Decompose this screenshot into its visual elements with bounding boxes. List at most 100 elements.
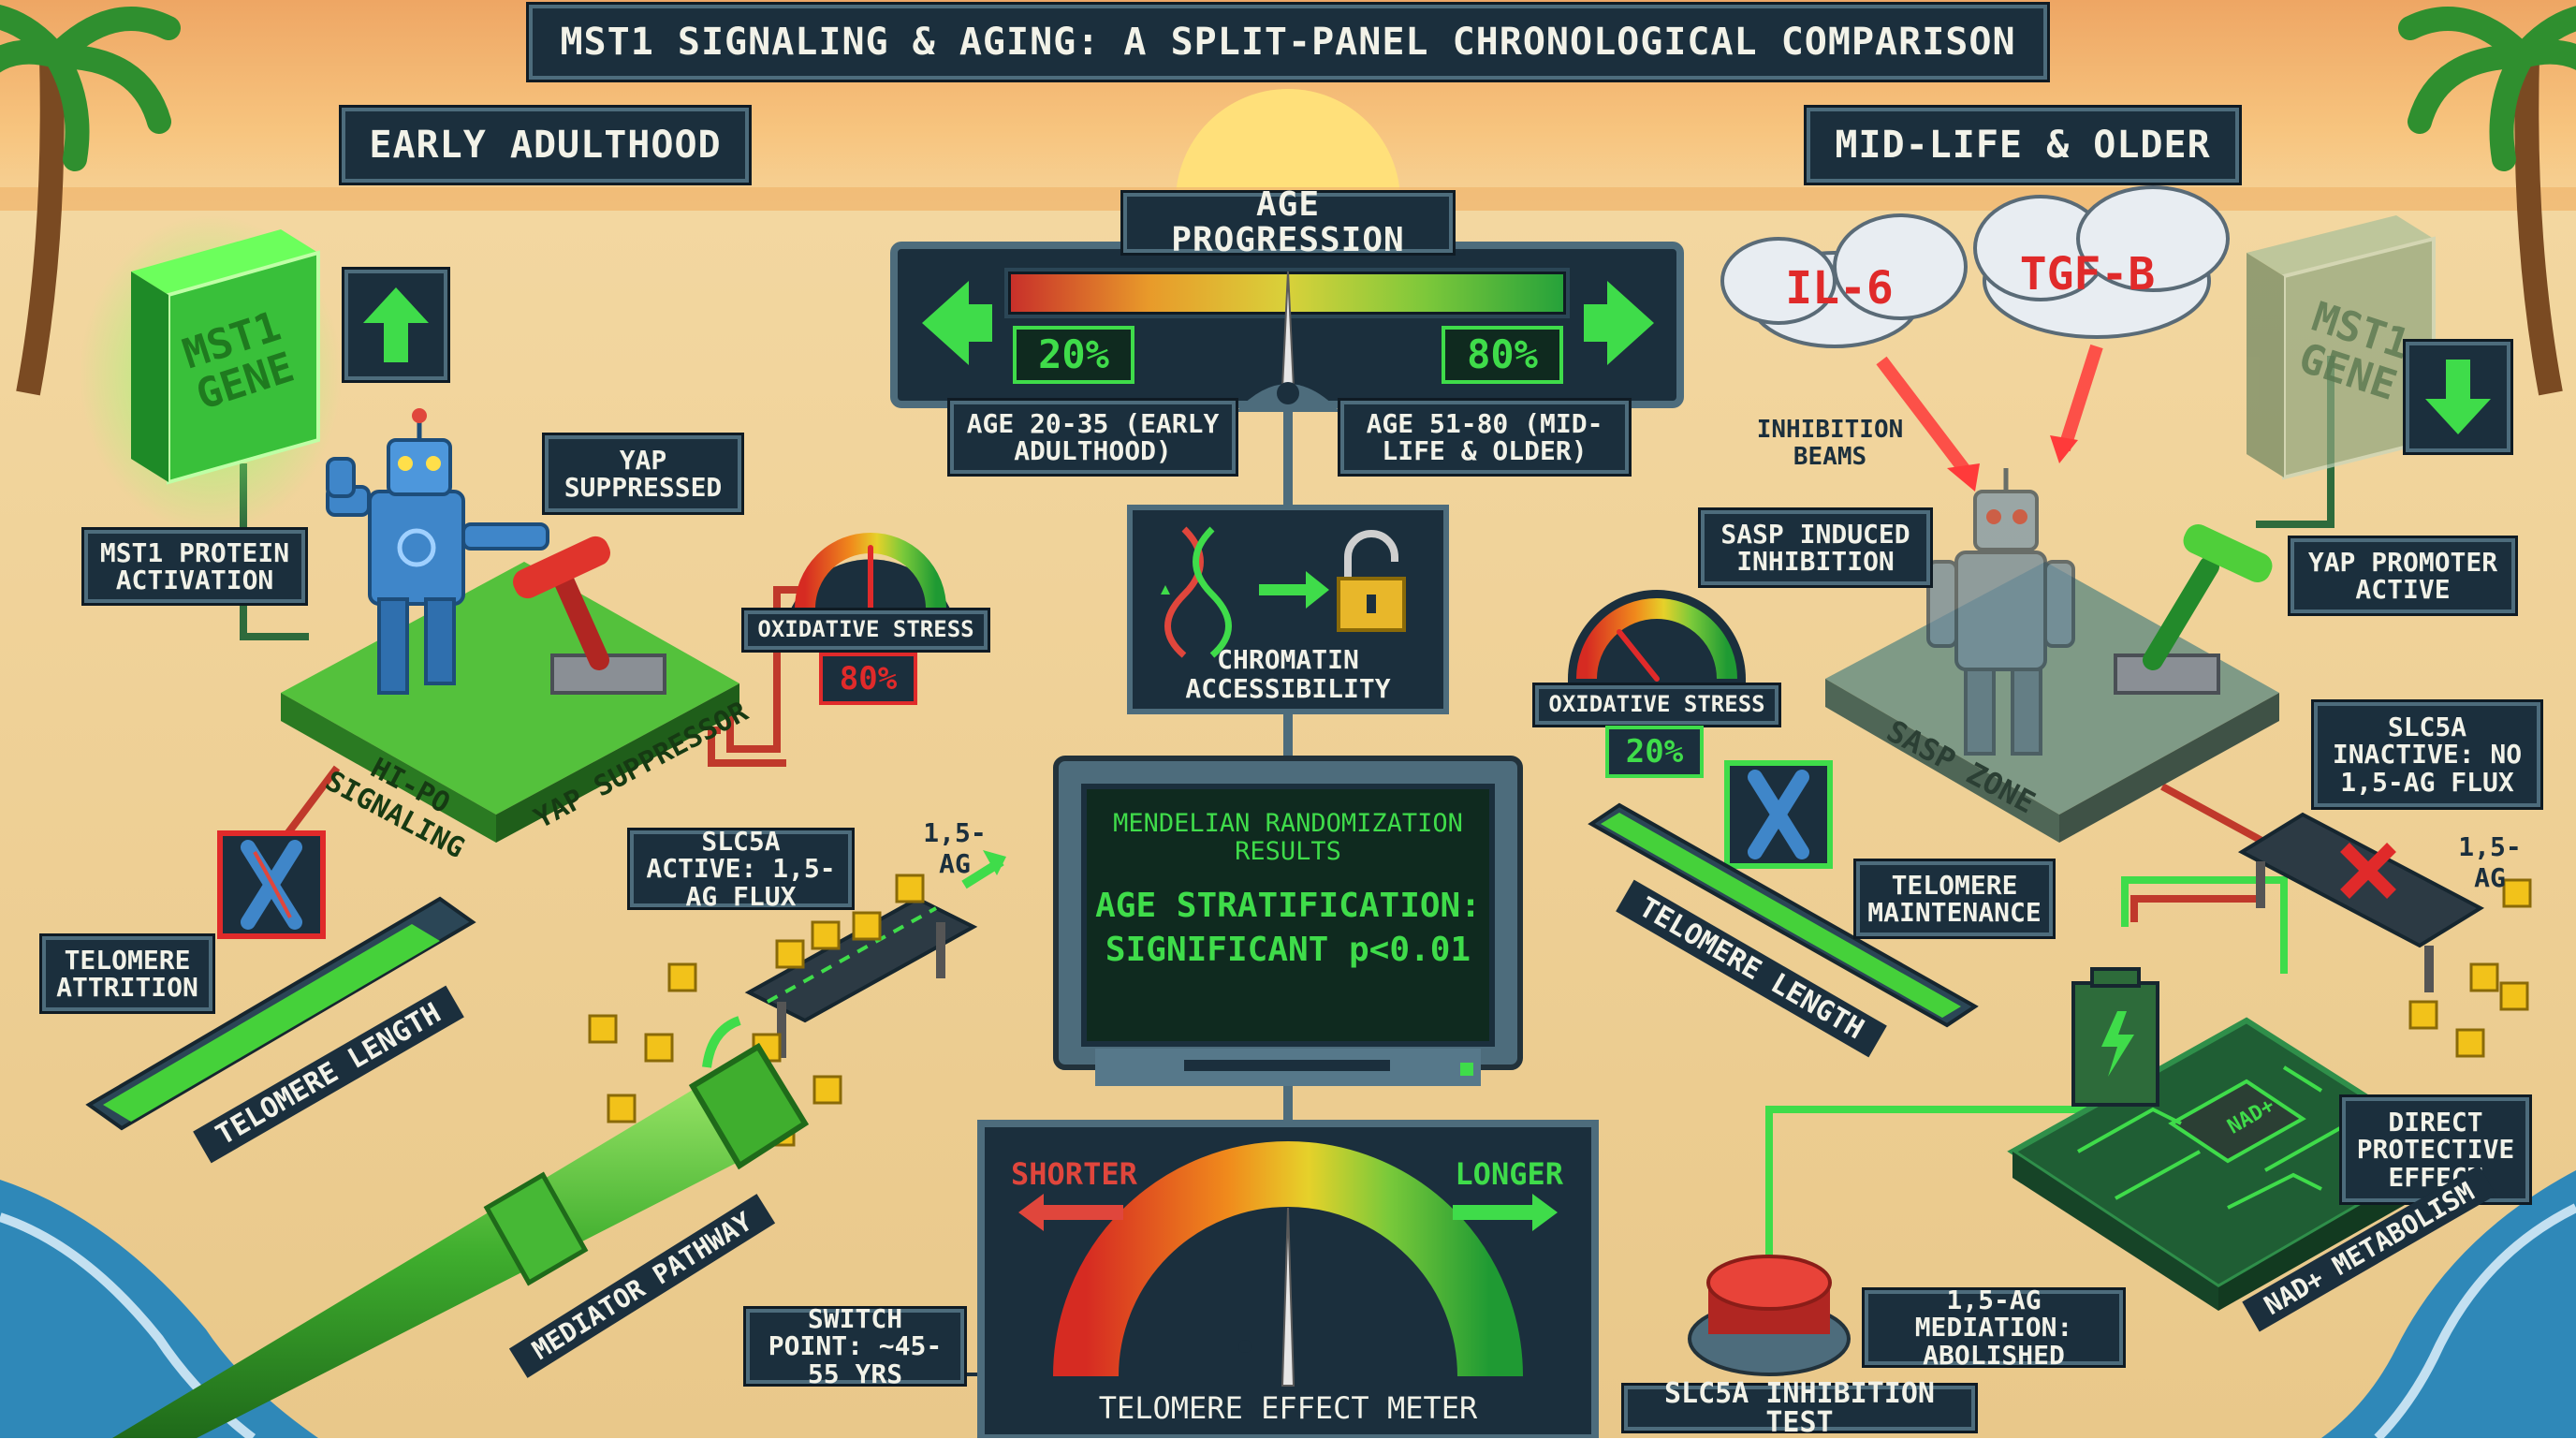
chromatin-box [1127,505,1449,714]
tgfb-label: TGF-B [1994,248,2181,301]
hipo-signaling-platform [281,562,739,843]
yap-suppressed-label: YAP SUPPRESSED [545,435,741,512]
age-range-late-text: AGE 51-80 (MID-LIFE & OLDER) [1366,407,1603,466]
screen-title: MENDELIAN RANDOMIZATION RESULTS [1100,810,1476,865]
yap-promoter-active-label: YAP PROMOTER ACTIVE [2291,538,2515,613]
conveyor-belt-right [2237,812,2485,992]
arrow-right-icon [1453,1194,1558,1231]
slc5a-inactive-label: SLC5A INACTIVE: NO 1,5-AG FLUX [2314,702,2540,807]
mst1-gene-box-faded [2247,215,2436,480]
ag-tag-right-text: 1,5-AG [2458,831,2522,893]
tgfb-text: TGF-B [2019,248,2156,301]
screen-result-line-2: SIGNIFICANT p<0.01 [1105,930,1471,969]
switch-point-label: SWITCH POINT: ~45-55 YRS [746,1305,964,1388]
oxidative-stress-text-left: OXIDATIVE STRESS [757,616,974,643]
oxidative-stress-label-right: OXIDATIVE STRESS [1535,685,1778,725]
age-range-early-text: AGE 20-35 (EARLY ADULTHOOD) [966,407,1220,466]
telomere-effect-meter-title: TELOMERE EFFECT METER [1039,1390,1537,1426]
oxidative-stress-text-right: OXIDATIVE STRESS [1548,691,1765,718]
mediation-abolished-label: 1,5-AG MEDIATION: ABOLISHED [1865,1286,2123,1369]
age-range-late-label: AGE 51-80 (MID-LIFE & OLDER) [1340,401,1629,474]
sasp-induced-inhibition-text: SASP INDUCED INHIBITION [1720,518,1910,577]
meter-shorter-label: SHORTER [1011,1156,1161,1192]
chromosome-icon [217,830,326,939]
mst1-gene-box [131,229,320,485]
age-progression-title: AGE PROGRESSION [1123,187,1453,257]
tgfb-cloud [1973,185,2230,339]
mediator-pipe [112,1042,810,1438]
screen-title-text: MENDELIAN RANDOMIZATION RESULTS [1113,809,1463,866]
slc5a-inactive-text: SLC5A INACTIVE: NO 1,5-AG FLUX [2332,711,2523,798]
oxidative-stress-value-right: 20% [1605,726,1704,778]
oxidative-stress-gauge-left [791,533,950,613]
yap-promoter-active-text: YAP PROMOTER ACTIVE [2307,546,2498,605]
page-title: MST1 SIGNALING & AGING: A SPLIT-PANEL CH… [529,5,2047,80]
oxidative-stress-value-right-text: 20% [1625,733,1684,771]
slc5a-active-label: SLC5A ACTIVE: 1,5-AG FLUX [630,825,852,912]
telomere-maintenance-text: TELOMERE MAINTENANCE [1867,869,2042,928]
meter-longer-text: LONGER [1455,1156,1563,1192]
slc5a-inhibition-test-text: SLC5A INHIBITION TEST [1664,1376,1935,1439]
yap-promoter-lever [2114,523,2273,695]
il6-cloud [1720,213,1968,348]
inhibition-beams-label: INHIBITION BEAMS [1736,417,1924,470]
arrow-left-icon [922,281,992,365]
oxidative-stress-value-left: 80% [819,653,917,705]
palm-tree-icon [0,5,181,396]
meter-longer-label: LONGER [1423,1156,1563,1192]
direct-protective-effect-text: DIRECT PROTECTIVE EFFECT [2356,1106,2515,1193]
mst1-protein-activation-label: MST1 PROTEIN ACTIVATION [84,530,305,603]
chromatin-accessibility-label: CHROMATIN ACCESSIBILITY [1133,644,1443,704]
age-left-percent-text: 20% [1038,331,1109,377]
robot-active-icon [326,408,549,695]
battery-icon [2071,967,2159,1107]
padlock-icon [1337,530,1406,632]
oxidative-stress-value-left-text: 80% [839,660,898,697]
meter-shorter-text: SHORTER [1011,1156,1137,1192]
cross-icon [2340,843,2396,899]
chromatin-accessibility-text: CHROMATIN ACCESSIBILITY [1185,644,1391,704]
screen-result: AGE STRATIFICATION: SIGNIFICANT p<0.01 [1090,885,1486,973]
robot-inhibited-icon [1926,468,2075,756]
age-right-percent: 80% [1442,326,1563,384]
telomere-bar-right [1588,802,1979,1028]
il6-text: IL-6 [1785,262,1894,315]
slc5a-inhibition-test-label: SLC5A INHIBITION TEST [1624,1378,1975,1437]
mediation-abolished-text: 1,5-AG MEDIATION: ABOLISHED [1914,1284,2073,1371]
telomere-effect-meter [977,1120,1599,1438]
age-right-percent-text: 80% [1467,331,1538,377]
left-panel-heading: EARLY ADULTHOOD [342,108,749,183]
age-progression-title-text: AGE PROGRESSION [1171,185,1405,259]
screen-result-line-1: AGE STRATIFICATION: [1095,887,1481,925]
right-panel-heading: MID-LIFE & OLDER [1807,108,2239,183]
ag-tag-left: 1,5-AG [908,817,1002,879]
slc5a-active-text: SLC5A ACTIVE: 1,5-AG FLUX [646,825,836,912]
telomere-attrition-label: TELOMERE ATTRITION [42,936,212,1011]
up-arrow-icon [344,270,447,380]
ag-tag-right: 1,5-AG [2443,831,2537,893]
page-title-text: MST1 SIGNALING & AGING: A SPLIT-PANEL CH… [560,21,2016,64]
oxidative-stress-label-left: OXIDATIVE STRESS [744,610,988,650]
telomere-effect-meter-title-text: TELOMERE EFFECT METER [1098,1390,1478,1426]
direct-protective-effect-label: DIRECT PROTECTIVE EFFECT [2342,1097,2529,1202]
yap-suppressed-text: YAP SUPPRESSED [564,444,723,503]
telomere-attrition-text: TELOMERE ATTRITION [56,944,198,1003]
age-left-percent: 20% [1013,326,1134,384]
down-arrow-icon [2406,342,2510,452]
arrow-left-icon [1018,1194,1123,1231]
telomere-bar-left [85,896,476,1131]
inhibition-beams [1876,344,2103,482]
oxidative-stress-gauge-right [1568,590,1746,683]
right-panel-heading-text: MID-LIFE & OLDER [1835,124,2211,167]
arrow-right-icon [1584,281,1654,365]
yap-suppressor-lever [512,536,666,695]
age-range-early-label: AGE 20-35 (EARLY ADULTHOOD) [950,401,1236,474]
switch-point-text: SWITCH POINT: ~45-55 YRS [768,1302,943,1389]
lightning-icon [2101,1011,2134,1077]
sasp-induced-inhibition-label: SASP INDUCED INHIBITION [1701,510,1930,585]
flow-arrow-icon [702,1016,741,1068]
left-panel-heading-text: EARLY ADULTHOOD [369,124,722,167]
gold-cube-cluster-right [2408,878,2532,1058]
palm-tree-icon [2398,6,2576,396]
il6-label: IL-6 [1769,262,1910,315]
